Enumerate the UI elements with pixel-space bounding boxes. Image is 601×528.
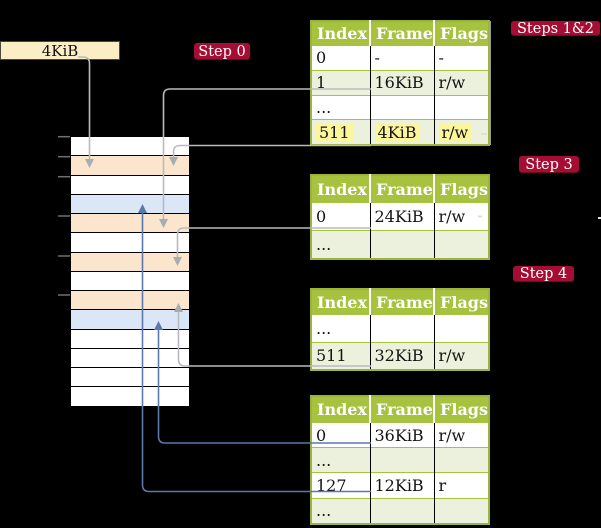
memory-frame-row-5 <box>71 214 189 234</box>
table-cell: 127 <box>311 472 370 499</box>
table-row: 511 4KiB r/w <box>311 119 489 146</box>
table-cell: - <box>369 45 434 71</box>
column-header-flags: Flags <box>433 21 489 46</box>
table-cell: 0 <box>311 202 370 231</box>
frame-size-box: 4KiB <box>0 41 120 60</box>
table-cell: 511 <box>311 341 370 370</box>
table-cell <box>369 94 434 120</box>
table-row: 0-- <box>311 45 489 71</box>
table-cell: 0 <box>311 45 370 71</box>
highlighted-value: r/w <box>438 122 472 142</box>
badge-step-4-label: Step 4 <box>519 266 568 282</box>
table-cell: ... <box>311 447 370 473</box>
physical-memory-column <box>70 136 190 413</box>
connector-pt1-entry511-to-4kib <box>172 144 371 157</box>
column-header-frame: Frame <box>369 21 434 46</box>
table-cell: r <box>433 472 489 499</box>
memory-frame-row-14 <box>71 387 189 406</box>
memory-ticks <box>58 135 70 296</box>
table-cell: 511 <box>311 119 370 146</box>
badge-step-0-label: Step 0 <box>198 43 246 60</box>
table-cell <box>369 230 434 259</box>
column-header-flags: Flags <box>433 175 489 203</box>
column-header-index: Index <box>311 175 370 203</box>
table-cell: ... <box>311 94 370 120</box>
table-row: ... <box>311 94 489 120</box>
table-cell: r/w <box>433 119 489 146</box>
badge-step-3-label: Step 3 <box>525 156 573 173</box>
badge-step-3: Step 3 <box>519 156 579 173</box>
column-header-flags: Flags <box>433 396 489 423</box>
badge-steps-1-2-label: Steps 1&2 <box>516 20 595 37</box>
table-cell: 16KiB <box>369 69 434 96</box>
table-row: ... <box>311 497 489 524</box>
memory-frame-row-6 <box>71 233 189 253</box>
memory-frame-row-7 <box>71 252 189 272</box>
table-cell <box>433 497 489 524</box>
table-cell: 32KiB <box>369 341 434 370</box>
memory-frame-row-9 <box>71 291 189 311</box>
column-header-index: Index <box>311 396 370 423</box>
memory-frame-row-10 <box>71 310 189 330</box>
memory-frame-row-13 <box>71 368 189 388</box>
table-cell: r/w <box>433 341 489 370</box>
table-cell: 24KiB <box>369 202 434 231</box>
table-cell <box>369 497 434 524</box>
highlighted-value: 511 <box>316 122 353 142</box>
memory-frame-row-4 <box>71 194 189 215</box>
frame-size-label: 4KiB <box>41 41 79 60</box>
table-cell <box>433 94 489 120</box>
table-cell: r/w <box>433 421 489 448</box>
table-cell <box>433 314 489 342</box>
column-header-flags: Flags <box>433 289 489 315</box>
badge-step-0: Step 0 <box>194 43 250 60</box>
table-cell: 1 <box>311 69 370 96</box>
table-cell <box>369 314 434 342</box>
table-cell: ... <box>311 497 370 524</box>
table-cell: r/w <box>433 69 489 96</box>
table-cell: ... <box>311 314 370 342</box>
table-cell: r/w <box>433 202 489 231</box>
highlighted-value: 4KiB <box>374 122 420 142</box>
column-header-frame: Frame <box>369 396 434 423</box>
table-row: ... <box>311 447 489 473</box>
table-cell <box>433 447 489 473</box>
table-cell: 0 <box>311 421 370 448</box>
table-row: ... <box>311 230 489 259</box>
table-cell: - <box>433 45 489 71</box>
column-header-index: Index <box>311 21 370 46</box>
table-cell: 12KiB <box>369 472 434 499</box>
table-row: ... <box>311 314 489 342</box>
table-cell <box>369 447 434 473</box>
table-cell: ... <box>311 230 370 259</box>
memory-frame-row-11 <box>71 329 189 349</box>
table-cell: 36KiB <box>369 421 434 448</box>
badge-step-4: Step 4 <box>513 266 574 282</box>
column-header-frame: Frame <box>369 175 434 203</box>
memory-frame-row-1 <box>71 137 189 157</box>
memory-frame-row-3 <box>71 175 189 195</box>
badge-steps-1-2: Steps 1&2 <box>511 20 600 37</box>
column-header-index: Index <box>311 289 370 315</box>
table-cell: 4KiB <box>369 119 434 146</box>
column-header-frame: Frame <box>369 289 434 315</box>
memory-frame-row-2 <box>71 156 189 176</box>
table-cell <box>433 230 489 259</box>
memory-frame-row-12 <box>71 348 189 369</box>
memory-frame-row-8 <box>71 271 189 292</box>
